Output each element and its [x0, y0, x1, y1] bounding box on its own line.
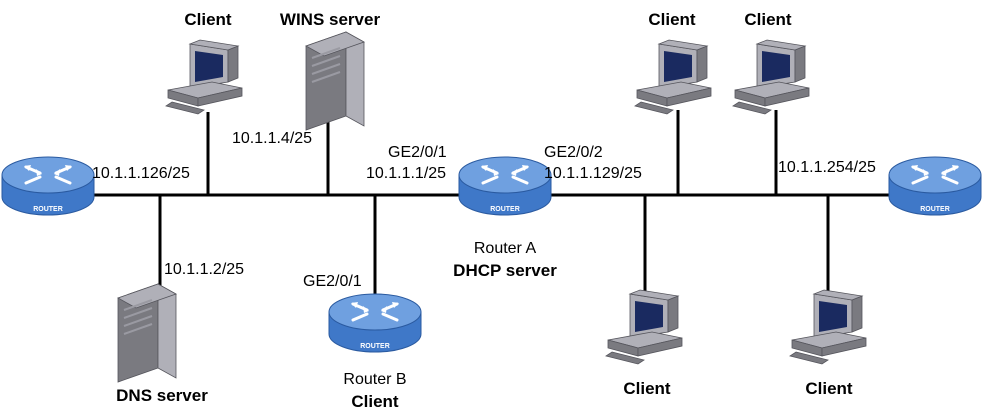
left-router-ip: 10.1.1.126/25: [92, 165, 190, 182]
router-a-ge1-ip: 10.1.1.1/25: [366, 165, 446, 182]
router-badge: ROUTER: [490, 206, 520, 213]
dns-server-label: DNS server: [116, 386, 208, 405]
dns-server-ip: 10.1.1.2/25: [164, 261, 244, 278]
wins-server-ip: 10.1.1.4/25: [232, 130, 312, 147]
router-a-name: Router A: [474, 240, 537, 257]
router-right: ROUTER: [887, 155, 983, 217]
network-links: [90, 110, 892, 300]
router-a-ge1-port: GE2/0/1: [388, 144, 447, 161]
router-left: ROUTER: [0, 155, 96, 217]
client-top-mid-label: Client: [648, 10, 696, 29]
router-badge: ROUTER: [360, 343, 390, 350]
client-bottom-mid: [605, 289, 683, 365]
desktop-pc-icon: [732, 39, 810, 115]
client-top-right: [732, 39, 810, 115]
server-tower-icon: [305, 31, 365, 131]
wins-server: [305, 31, 365, 131]
desktop-pc-icon: [789, 289, 867, 365]
router-badge: ROUTER: [33, 206, 63, 213]
desktop-pc-icon: [634, 39, 712, 115]
router-a: ROUTER: [457, 155, 553, 217]
client-bottom-mid-label: Client: [623, 379, 671, 398]
router-b: ROUTER: [327, 292, 423, 354]
desktop-pc-icon: [605, 289, 683, 365]
router-b-role: Client: [351, 392, 399, 411]
client-bottom-right-label: Client: [805, 379, 853, 398]
router-a-ge2-ip: 10.1.1.129/25: [544, 165, 642, 182]
router-b-name: Router B: [343, 371, 406, 388]
client-top-left-label: Client: [184, 10, 232, 29]
client-top-left: [165, 39, 243, 115]
right-router-ip: 10.1.1.254/25: [778, 159, 876, 176]
client-top-right-label: Client: [744, 10, 792, 29]
server-tower-icon: [117, 283, 177, 383]
client-bottom-right: [789, 289, 867, 365]
wins-server-label: WINS server: [280, 10, 381, 29]
desktop-pc-icon: [165, 39, 243, 115]
router-badge: ROUTER: [920, 206, 950, 213]
router-a-ge2-port: GE2/0/2: [544, 144, 603, 161]
client-top-mid: [634, 39, 712, 115]
router-a-role: DHCP server: [453, 261, 557, 280]
dns-server: [117, 283, 177, 383]
router-b-port: GE2/0/1: [303, 273, 362, 290]
